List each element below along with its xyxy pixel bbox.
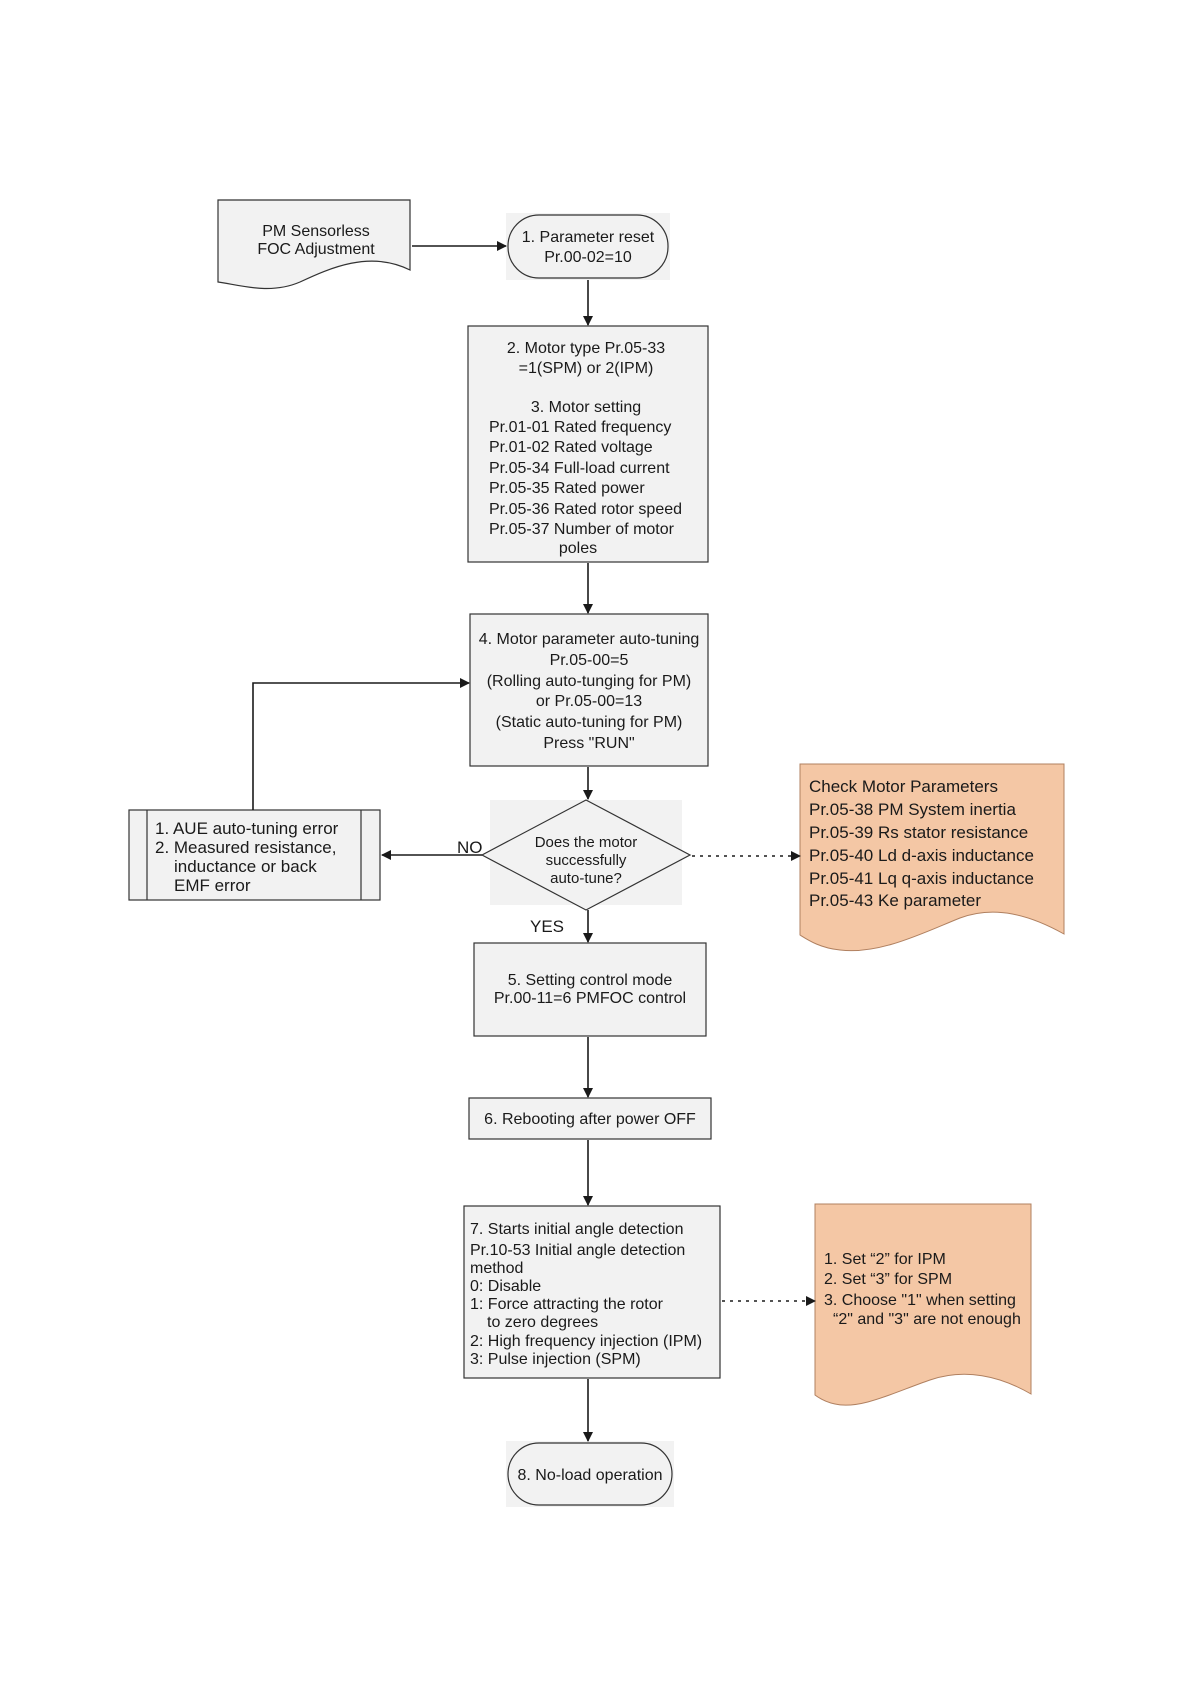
decision-line-2: successfully [546,852,627,869]
step7-line-2: Pr.10-53 Initial angle detection [470,1242,685,1259]
step2-line-1: 2. Motor type Pr.05-33 [507,340,665,357]
step3-line-1: 3. Motor setting [531,399,641,416]
angle-note-line-4: “2" and "3" are not enough [833,1311,1021,1328]
step2-3-motor-setting-node: 2. Motor type Pr.05-33 =1(SPM) or 2(IPM)… [467,325,709,563]
step3-line-6: Pr.05-36 Rated rotor speed [489,501,682,518]
step4-line-1: 4. Motor parameter auto-tuning [479,631,700,648]
start-document-line-2: FOC Adjustment [257,241,375,258]
step3-line-5: Pr.05-35 Rated power [489,480,645,497]
step1-line-1: 1. Parameter reset [522,229,655,246]
check-params-line-4: Pr.05-40 Ld d-axis inductance [809,846,1034,865]
start-document-line-1: PM Sensorless [262,223,370,240]
check-params-line-3: Pr.05-39 Rs stator resistance [809,823,1028,842]
step8-line-1: 8. No-load operation [518,1467,663,1484]
angle-note-line-2: 2. Set “3” for SPM [824,1271,952,1288]
error-line-2: 2. Measured resistance, [155,838,336,857]
check-params-line-1: Check Motor Parameters [809,777,998,796]
error-line-4: EMF error [174,876,251,895]
decision-line-1: Does the motor [535,834,638,851]
start-document-node: PM Sensorless FOC Adjustment [217,199,411,290]
decision-auto-tune-node: Does the motor successfully auto-tune? [480,799,692,911]
error-box-node: 1. AUE auto-tuning error 2. Measured res… [128,809,381,901]
arrow-error-back-to-step4 [252,678,470,810]
check-parameters-note: Check Motor Parameters Pr.05-38 PM Syste… [799,763,1065,952]
step7-line-8: 3: Pulse injection (SPM) [470,1351,641,1368]
step3-line-8: poles [559,540,597,557]
step2-line-2: =1(SPM) or 2(IPM) [519,360,654,377]
step7-line-7: 2: High frequency injection (IPM) [470,1333,702,1350]
check-params-line-2: Pr.05-38 PM System inertia [809,800,1016,819]
error-line-1: 1. AUE auto-tuning error [155,819,339,838]
step4-auto-tuning-node: 4. Motor parameter auto-tuning Pr.05-00=… [469,613,709,767]
step8-no-load-node: 8. No-load operation [506,1441,674,1507]
angle-detection-note: 1. Set “2” for IPM 2. Set “3” for SPM 3.… [814,1203,1032,1406]
step7-line-5: 1: Force attracting the rotor [470,1296,664,1313]
step4-line-4: or Pr.05-00=13 [536,693,642,710]
step1-parameter-reset-node: 1. Parameter reset Pr.00-02=10 [506,213,670,280]
decision-line-3: auto-tune? [550,870,622,887]
check-params-line-6: Pr.05-43 Ke parameter [809,891,981,910]
check-params-line-5: Pr.05-41 Lq q-axis inductance [809,869,1034,888]
step1-line-2: Pr.00-02=10 [544,249,632,266]
step7-line-1: 7. Starts initial angle detection [470,1221,683,1238]
step5-control-mode-node: 5. Setting control mode Pr.00-11=6 PMFOC… [473,942,707,1037]
step4-line-5: (Static auto-tuning for PM) [496,714,683,731]
yes-branch-label: YES [530,917,564,936]
step4-line-2: Pr.05-00=5 [550,652,629,669]
step7-line-6: to zero degrees [487,1314,598,1331]
step5-line-1: 5. Setting control mode [508,972,673,989]
step6-line-1: 6. Rebooting after power OFF [484,1111,696,1128]
step5-line-2: Pr.00-11=6 PMFOC control [494,990,686,1007]
angle-note-line-3: 3. Choose "1" when setting [824,1292,1016,1309]
step3-line-4: Pr.05-34 Full-load current [489,460,670,477]
step4-line-6: Press "RUN" [543,735,634,752]
step4-line-3: (Rolling auto-tunging for PM) [487,673,692,690]
step7-line-3: method [470,1260,523,1277]
no-branch-label: NO [457,838,483,857]
step3-line-2: Pr.01-01 Rated frequency [489,419,671,436]
angle-note-line-1: 1. Set “2” for IPM [824,1251,946,1268]
step7-line-4: 0: Disable [470,1278,541,1295]
step3-line-3: Pr.01-02 Rated voltage [489,439,653,456]
step7-angle-detection-node: 7. Starts initial angle detection Pr.10-… [463,1205,721,1379]
step6-reboot-node: 6. Rebooting after power OFF [468,1097,712,1140]
step3-line-7: Pr.05-37 Number of motor [489,521,675,538]
error-line-3: inductance or back [174,857,317,876]
